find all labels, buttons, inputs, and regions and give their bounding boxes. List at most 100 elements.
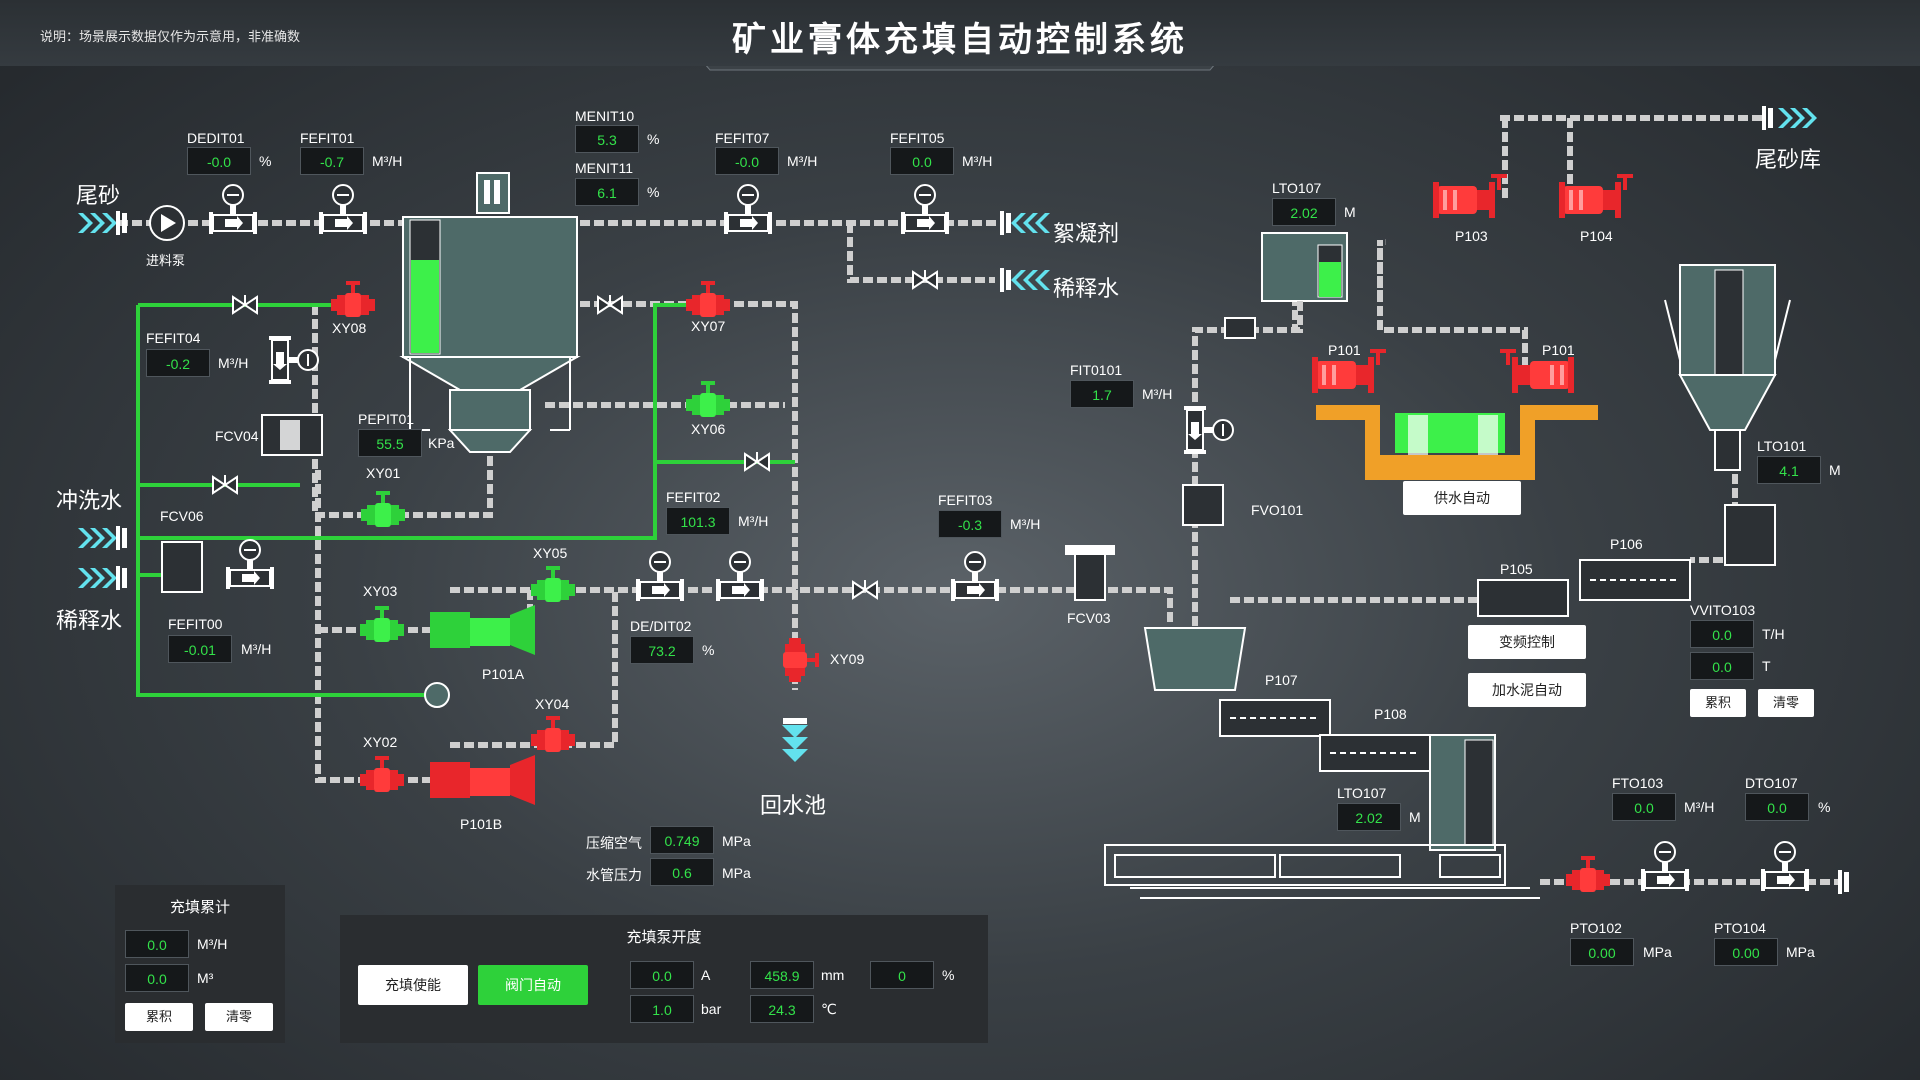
pto104-value: 0.00 — [1714, 938, 1778, 966]
filling-pump-panel: 充填泵开度 充填使能 阀门自动 0.0 A 458.9 mm 0 % 1.0 b… — [340, 915, 988, 1043]
pto104-unit: MPa — [1786, 944, 1815, 960]
pump-temperature-unit: ℃ — [821, 1001, 837, 1017]
header-bar — [0, 0, 1920, 66]
fill-total-flow-value: 0.0 — [125, 930, 189, 958]
xy05-label: XY05 — [533, 545, 568, 561]
fefit07-tag: FEFIT07 — [715, 130, 770, 146]
fefit05-value: 0.0 — [890, 147, 954, 175]
xy08-label: XY08 — [332, 320, 367, 336]
fefit02-tag: FEFIT02 — [666, 489, 721, 505]
fit0101-value: 1.7 — [1070, 380, 1134, 408]
fefit00-unit: M³/H — [241, 641, 272, 657]
fto103-unit: M³/H — [1684, 799, 1715, 815]
lto107-tank-unit: M — [1344, 204, 1356, 220]
fefit05-unit: M³/H — [962, 153, 993, 169]
pepit01-value: 55.5 — [358, 429, 422, 457]
fill-total-title: 充填累计 — [169, 899, 230, 916]
pump-opening-value: 0 — [870, 961, 934, 989]
fefit01-unit: M³/H — [372, 153, 403, 169]
vvito103-total-unit: T — [1762, 658, 1771, 674]
fefit02-unit: M³/H — [738, 513, 769, 529]
source-dilution-water-left: 稀释水 — [56, 608, 123, 633]
water-pressure-label: 水管压力 — [586, 867, 642, 883]
disclaimer-note: 说明：场景展示数据仅作为示意用，非准确数 — [40, 29, 301, 44]
pump-opening-unit: % — [942, 967, 955, 983]
destination-tailings-store: 尾砂库 — [1755, 147, 1822, 172]
compressed-air-unit: MPa — [722, 833, 751, 849]
pto104-tag: PTO104 — [1714, 920, 1766, 936]
fcv04-label: FCV04 — [215, 428, 259, 444]
p106-label: P106 — [1610, 536, 1643, 552]
fefit00-value: -0.01 — [168, 635, 232, 663]
dedit02-value: 73.2 — [630, 636, 694, 664]
fcv03-label: FCV03 — [1067, 610, 1111, 626]
filling-pump — [1104, 844, 1540, 899]
source-flocculant: 絮凝剂 — [1053, 221, 1120, 246]
dto107-value: 0.0 — [1745, 793, 1809, 821]
vvito103-reset-button[interactable]: 清零 — [1758, 689, 1814, 717]
cement-water-auto-button[interactable]: 加水泥自动 — [1468, 673, 1586, 707]
p101-right-label: P101 — [1542, 342, 1575, 358]
fill-total-volume-value: 0.0 — [125, 964, 189, 992]
lto101-value: 4.1 — [1757, 456, 1821, 484]
fill-total-reset-button[interactable]: 清零 — [205, 1003, 273, 1031]
valve-auto-button[interactable]: 阀门自动 — [478, 965, 588, 1005]
feed-pump-label: 进料泵 — [146, 253, 186, 268]
destination-return-pool: 回水池 — [760, 793, 827, 818]
cement-silo — [1664, 264, 1791, 471]
fefit07-value: -0.0 — [715, 147, 779, 175]
fefit01-tag: FEFIT01 — [300, 130, 355, 146]
water-supply-auto-button[interactable]: 供水自动 — [1403, 481, 1521, 515]
fefit04-unit: M³/H — [218, 355, 249, 371]
fit0101-tag: FIT0101 — [1070, 362, 1123, 378]
pump-p101b — [430, 755, 535, 805]
vvito103-total-value: 0.0 — [1690, 652, 1754, 680]
vfd-control-button[interactable]: 变频控制 — [1468, 625, 1586, 659]
water-pressure-unit: MPa — [722, 865, 751, 881]
vvito103-rate-value: 0.0 — [1690, 620, 1754, 648]
fefit03-value: -0.3 — [938, 510, 1002, 538]
lto101-tag: LTO101 — [1757, 438, 1807, 454]
p105-label: P105 — [1500, 561, 1533, 577]
dedit02-tag: DE/DIT02 — [630, 618, 692, 634]
pepit01-unit: KPa — [428, 435, 455, 451]
xy01-label: XY01 — [366, 465, 401, 481]
vvito103-tag: VVITO103 — [1690, 602, 1756, 618]
dedit01-unit: % — [259, 153, 272, 169]
pepit01-tag: PEPIT01 — [358, 411, 415, 427]
pto102-unit: MPa — [1643, 944, 1672, 960]
lto107-mixer-tag: LTO107 — [1337, 785, 1387, 801]
fto103-value: 0.0 — [1612, 793, 1676, 821]
lto107-mixer-unit: M — [1409, 809, 1421, 825]
dto107-unit: % — [1818, 799, 1831, 815]
fill-enable-button[interactable]: 充填使能 — [358, 965, 468, 1005]
dto107-tag: DTO107 — [1745, 775, 1798, 791]
fill-total-accumulate-button[interactable]: 累积 — [125, 1003, 193, 1031]
dedit01-tag: DEDIT01 — [187, 130, 245, 146]
fefit03-unit: M³/H — [1010, 516, 1041, 532]
pump-current-value: 0.0 — [630, 961, 694, 989]
vvito103-accumulate-button[interactable]: 累积 — [1690, 689, 1746, 717]
menit10-unit: % — [647, 131, 660, 147]
fefit07-unit: M³/H — [787, 153, 818, 169]
fefit02-value: 101.3 — [666, 507, 730, 535]
fefit00-tag: FEFIT00 — [168, 616, 223, 632]
fvo101-label: FVO101 — [1251, 502, 1304, 518]
pump-p101a — [430, 605, 535, 655]
fto103-tag: FTO103 — [1612, 775, 1664, 791]
p107-label: P107 — [1265, 672, 1298, 688]
fill-total-flow-unit: M³/H — [197, 936, 228, 952]
source-flush-water: 冲洗水 — [56, 488, 123, 513]
pump-current-unit: A — [701, 967, 711, 983]
pump-stroke-unit: mm — [821, 967, 845, 983]
pto102-tag: PTO102 — [1570, 920, 1622, 936]
fefit04-value: -0.2 — [146, 349, 210, 377]
p108-label: P108 — [1374, 706, 1407, 722]
lto107-mixer-value: 2.02 — [1337, 803, 1401, 831]
menit10-value: 5.3 — [575, 125, 639, 153]
vvito103-rate-unit: T/H — [1762, 626, 1785, 642]
fefit01-value: -0.7 — [300, 147, 364, 175]
menit11-tag: MENIT11 — [575, 160, 634, 176]
lto101-unit: M — [1829, 462, 1841, 478]
